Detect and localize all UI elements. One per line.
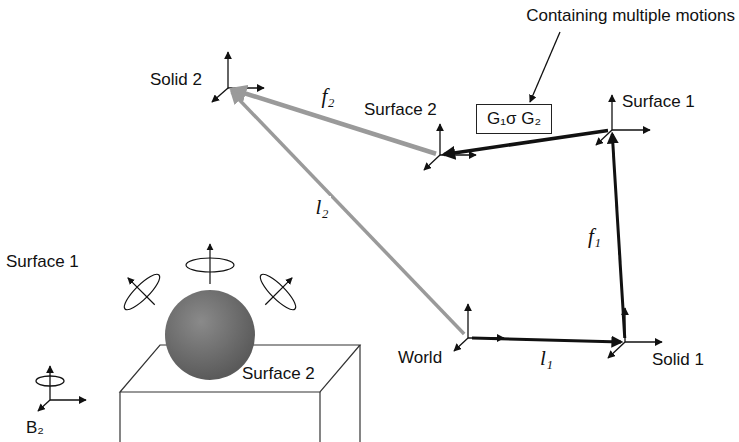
vector-arrow — [612, 134, 625, 338]
vector-label: l₂ — [313, 196, 330, 218]
vector-label: f₁ — [586, 225, 603, 247]
frame-label: Surface 1 — [622, 92, 695, 112]
annotation-label: Surface 2 — [242, 364, 315, 384]
annotation-label: B₂ — [26, 418, 44, 438]
coordinate-frame: Surface 2 — [436, 151, 444, 159]
vector-arrow — [472, 338, 621, 342]
box-text: G₁σ G₂ — [487, 109, 541, 129]
annotation-label: Containing multiple motions — [526, 6, 735, 26]
vector-label: l₁ — [538, 347, 555, 369]
vector-arrow — [444, 131, 608, 155]
vector-arrow — [232, 92, 464, 334]
annotation-label: Surface 1 — [6, 252, 79, 272]
frame-label: World — [398, 348, 442, 368]
motion-box: G₁σ G₂ — [476, 104, 552, 134]
coordinate-frame: Solid 1 — [621, 338, 629, 346]
coordinate-frame: Surface 1 — [608, 126, 616, 134]
sphere — [165, 290, 255, 380]
coordinate-frame: Solid 2 — [224, 84, 232, 92]
frame-label: Solid 1 — [652, 350, 704, 370]
frame-label: Solid 2 — [150, 70, 202, 90]
coordinate-frames — [36, 52, 662, 411]
leader-arrow — [530, 32, 560, 102]
coordinate-frame: World — [464, 334, 472, 342]
vector-label: f₂ — [319, 85, 336, 107]
rotation-symbols — [111, 244, 309, 322]
frame-label: Surface 2 — [364, 100, 437, 120]
